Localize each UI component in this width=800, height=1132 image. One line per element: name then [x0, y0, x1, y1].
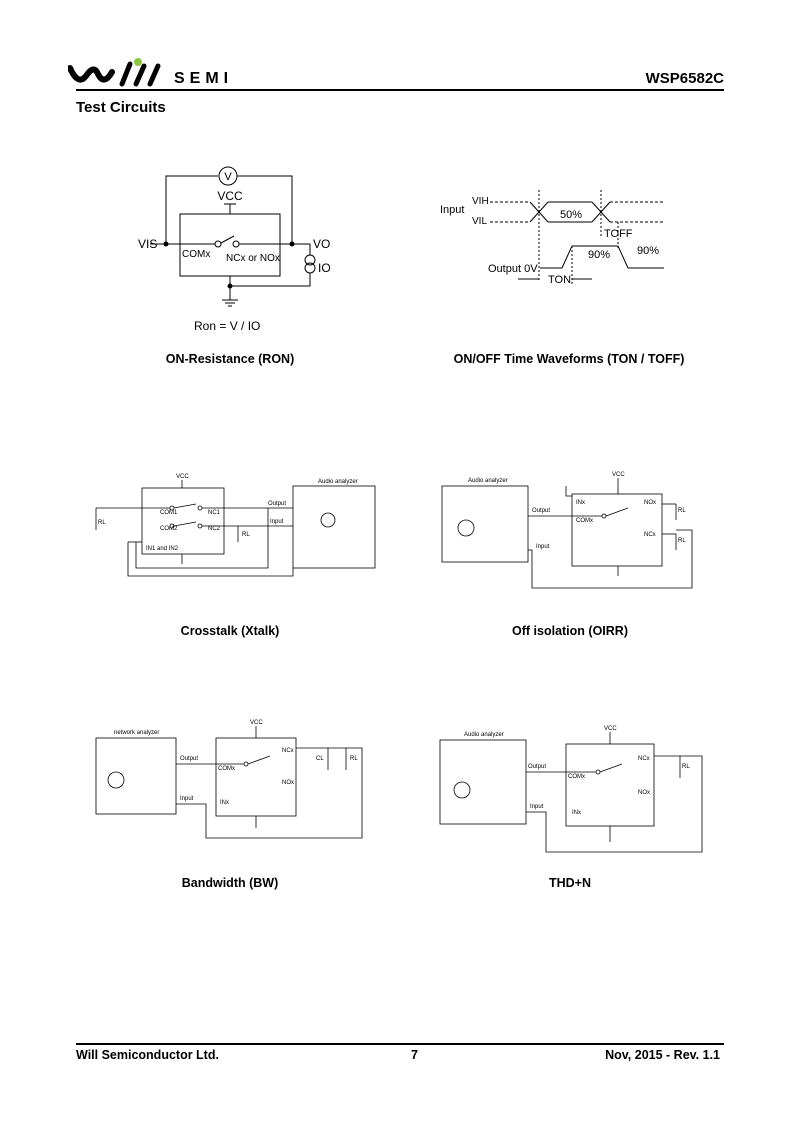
ninety-percent-right-label: 90% [637, 245, 659, 257]
nc-label: NCx [644, 532, 656, 538]
input-label: Input [530, 804, 544, 810]
no-label: NOx [282, 780, 294, 786]
nc1-label: NC1 [208, 510, 221, 516]
crosstalk-circuit-diagram: Audio analyzer VCC COM1 COM2 NC1 NC2 IN1… [95, 474, 376, 577]
footer-date-revision: Nov, 2015 - Rev. 1.1 [605, 1048, 720, 1062]
logo-mark-icon: SEMI [67, 58, 233, 87]
input-label: Input [536, 544, 550, 550]
cl-label: CL [316, 756, 324, 762]
output-label: Output 0V [488, 263, 538, 275]
onoff-waveform-diagram: Input VIH VIL 50% TOFF Output 0V 90% 90%… [440, 190, 664, 286]
com-label: COMx [182, 249, 210, 260]
output-label: Output [528, 764, 546, 770]
vcc-label: VCC [176, 474, 189, 480]
vih-label: VIH [472, 196, 489, 207]
no-label: NCx or NOx [226, 253, 280, 264]
vil-label: VIL [472, 216, 487, 227]
rl-label: RL [678, 508, 686, 514]
nc-label: NCx [282, 748, 294, 754]
com-label: COMx [568, 774, 585, 780]
footer-page-number: 7 [411, 1048, 418, 1062]
ton-label: TON [548, 274, 571, 286]
in-label: INx [572, 810, 581, 816]
analyzer-label: Audio analyzer [468, 478, 508, 484]
bandwidth-caption: Bandwidth (BW) [181, 876, 279, 890]
bandwidth-circuit-diagram: network analyzer VCC COMx NCx NOx INx Ou… [95, 720, 363, 839]
header-rule [76, 89, 724, 91]
off-isolation-circuit-diagram: Audio analyzer VCC INx COMx NOx NCx Outp… [441, 472, 693, 589]
part-number: WSP6582C [645, 70, 724, 87]
logo-text: SEMI [174, 70, 233, 87]
rl2-label: RL [678, 538, 686, 544]
off-isolation-caption: Off isolation (OIRR) [512, 624, 628, 638]
rl-label: RL [682, 764, 690, 770]
in-label: INx [576, 500, 585, 506]
com-label: COMx [576, 518, 593, 524]
thdn-circuit-diagram: Audio analyzer VCC COMx NCx NOx INx Outp… [439, 726, 703, 853]
vcc-label: VCC [604, 726, 617, 732]
analyzer-label: Audio analyzer [318, 479, 358, 485]
fifty-percent-label: 50% [560, 209, 582, 221]
voltmeter-label: V [224, 171, 232, 183]
nc2-label: NC2 [208, 526, 221, 532]
vcc-label: VCC [217, 189, 243, 203]
footer-company: Will Semiconductor Ltd. [76, 1048, 219, 1062]
ron-caption: ON-Resistance (RON) [165, 352, 295, 366]
input-label: Input [180, 796, 194, 802]
vis-label: VIS [138, 237, 157, 251]
io-label: IO [318, 261, 331, 275]
com-label: COMx [218, 766, 235, 772]
ron-circuit-diagram: V VCC VIS VO IO COMx NCx or NOx Ron = V … [138, 166, 331, 333]
vo-label: VO [313, 237, 330, 251]
output-label: Output [532, 508, 550, 514]
ron-formula: Ron = V / IO [194, 319, 260, 333]
crosstalk-caption: Crosstalk (Xtalk) [180, 624, 280, 638]
com1-label: COM1 [160, 510, 178, 516]
input-label: Input [270, 519, 284, 525]
analyzer-label: Audio analyzer [464, 732, 504, 738]
toff-label: TOFF [604, 228, 633, 240]
no-label: NOx [638, 790, 650, 796]
rl-label: RL [350, 756, 358, 762]
in-label: INx [220, 800, 229, 806]
ninety-percent-left-label: 90% [588, 249, 610, 261]
company-logo: SEMI [67, 56, 258, 90]
section-title: Test Circuits [76, 99, 166, 116]
footer-rule [76, 1043, 724, 1045]
thdn-caption: THD+N [548, 876, 592, 890]
analyzer-label: network analyzer [114, 730, 159, 736]
rl2-label: RL [242, 532, 250, 538]
rl-label: RL [98, 520, 106, 526]
nc-label: NCx [638, 756, 650, 762]
vcc-label: VCC [250, 720, 263, 726]
vcc-label: VCC [612, 472, 625, 478]
com2-label: COM2 [160, 526, 178, 532]
no-label: NOx [644, 500, 656, 506]
onoff-caption: ON/OFF Time Waveforms (TON / TOFF) [453, 352, 685, 366]
output-label: Output [180, 756, 198, 762]
in-label: IN1 and IN2 [146, 546, 179, 552]
output-label: Output [268, 501, 286, 507]
input-label: Input [440, 204, 464, 216]
